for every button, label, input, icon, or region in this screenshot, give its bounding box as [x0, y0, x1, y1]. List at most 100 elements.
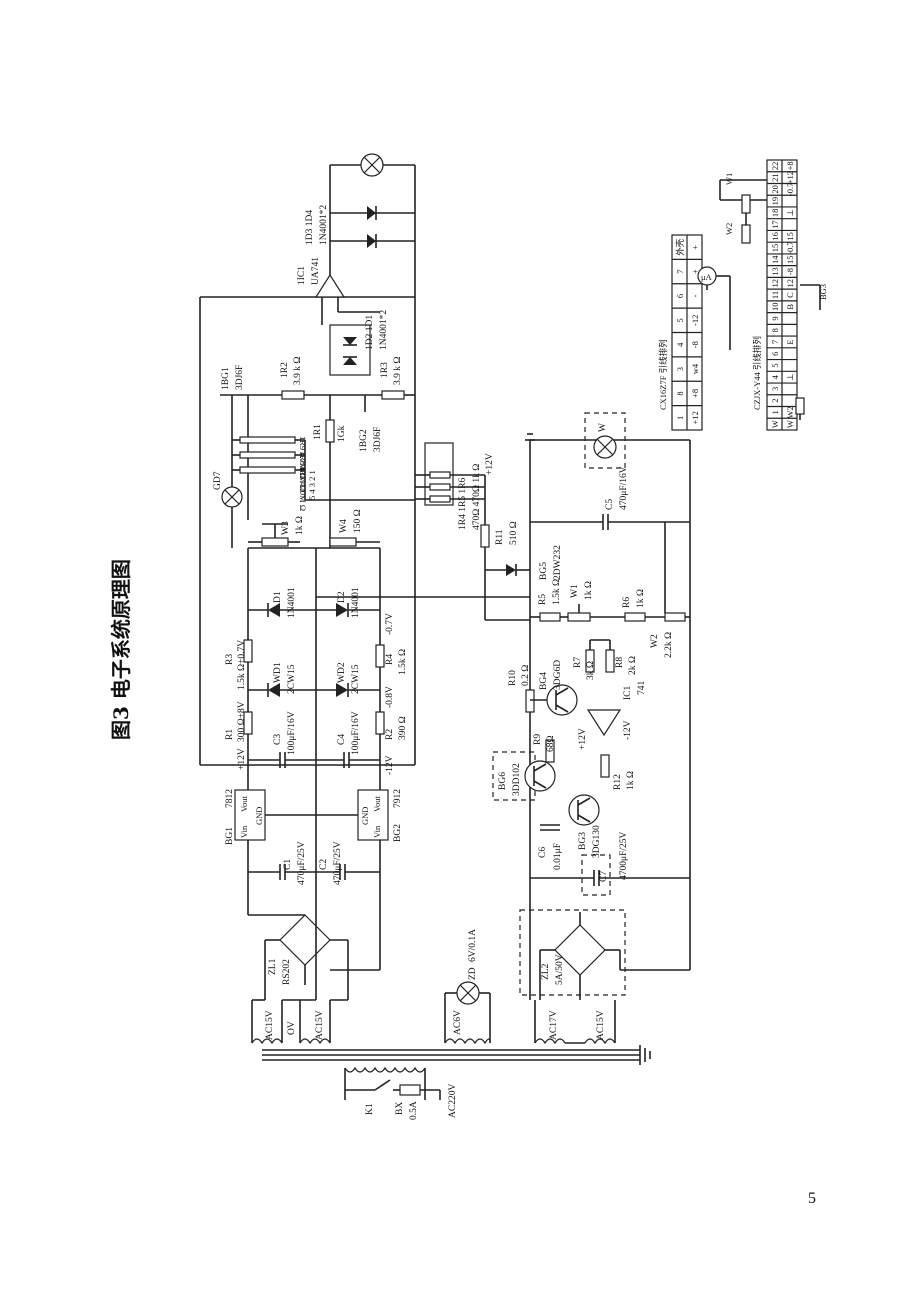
cz-table-cell: 15 — [770, 244, 780, 253]
cap-c7: C7 4700μF/25V — [530, 831, 690, 896]
cz-table-cell: 18 — [770, 209, 780, 218]
resistors-1r4-1r6: 1R4 1R5 1R6 470Ω 470Ω 1k Ω +12V — [415, 442, 495, 530]
c5-value: 470μF/16V — [619, 466, 629, 510]
zener-wd2: WD2 2CW15 — [316, 662, 380, 697]
regulator-bg1: Vin Vout GND BG1 7812 — [225, 765, 316, 915]
resistor-r3: R3 1.5k Ω+0.7V — [225, 639, 253, 690]
cap-c3: C3 100μF/16V +12V — [237, 711, 316, 770]
transformer-secondary-left: AC15V OV AC15V — [251, 999, 348, 1045]
cz-table-cell: B — [785, 304, 795, 310]
ac15a-label: AC15V — [265, 1010, 275, 1040]
r6-label: R6 — [622, 597, 632, 608]
r5-value: 1.5k Ω — [552, 579, 562, 605]
right-rails — [484, 433, 691, 1000]
r1b-label: R1 — [225, 729, 235, 740]
resistor-r9: R9 68Ω — [533, 734, 556, 763]
minus07-label: -0.7V — [385, 613, 395, 635]
cz-caption: CZJX-Y44 引线排列 — [752, 336, 762, 410]
c1-value: 470μF/25V — [297, 841, 307, 885]
ic1b-label: IC1 — [623, 686, 633, 701]
minus08-label: -0.8V — [385, 686, 395, 708]
cz-table-cell: 16 — [770, 232, 780, 241]
ic1-name: 1IC1 — [297, 266, 307, 285]
plus12-label: +12V — [485, 453, 495, 475]
bg1-name: 1BG1 — [221, 367, 231, 390]
resistor-1r3: 1R3 3.9 k Ω — [380, 357, 415, 400]
cx-table-cell: -8 — [690, 341, 700, 348]
cz-table-cell: 15 — [785, 256, 795, 264]
cz-table-cell: W — [770, 420, 780, 428]
cz-table-cell: W2 — [785, 406, 795, 418]
r9b-label: R9 — [533, 734, 543, 745]
cap-c4: C4 100μF/16V -12V — [316, 711, 395, 775]
r2-label: 1R2 — [280, 362, 290, 378]
cz-table-cell: ⊥ — [785, 209, 795, 217]
resistors-r7-r8: R7 3k Ω R8 2k Ω — [573, 639, 638, 680]
r10-value: 0.2 Ω — [521, 665, 531, 686]
vin-label-2: Vin — [372, 825, 382, 838]
d1-part: 1N4001 — [287, 587, 297, 618]
ac6-label: AC6V — [453, 1010, 463, 1035]
r4-value: 1.5k Ω — [398, 649, 408, 675]
c1-label: C1 — [283, 859, 293, 870]
r9-label: 1R9 4.7M Ω — [298, 436, 308, 479]
c4-value: 100μF/16V — [351, 711, 361, 755]
ua-label: μA — [701, 272, 713, 282]
cz-table-cell: 22 — [770, 162, 780, 171]
resistor-bank-r7-r9: 1R9 4.7M Ω 1R8 47M Ω 1R7 470M Ω 5 4 3 2 … — [231, 415, 415, 511]
diode-d1: D1 1N4001 — [248, 587, 316, 618]
resistor-r4: R4 1.5k Ω -0.7V — [375, 613, 408, 675]
zl2-part: 5A/50V — [555, 954, 565, 985]
zl1-label: ZL1 — [268, 958, 278, 975]
power-rails — [199, 296, 416, 1000]
opamp-1ic1: 1IC1 UA741 — [297, 257, 380, 325]
transformer-core — [262, 1045, 651, 1100]
d34-part: 1N4001*2 — [319, 205, 329, 245]
w3-value: 1k Ω — [295, 516, 305, 535]
cx-table-cell: 4 — [675, 342, 685, 347]
minus12b-label: -12V — [385, 755, 395, 775]
r8-label: 1R8 47M Ω — [298, 451, 308, 492]
r7b-value: 3k Ω — [586, 661, 596, 680]
cx-table-cell: 3 — [675, 367, 685, 371]
cap-c2: C2 470μF/25V — [316, 841, 380, 885]
zd-label: ZD — [468, 967, 478, 980]
wd1-part: 2CW15 — [287, 664, 297, 694]
pot-w3: W3 1k Ω — [248, 516, 305, 547]
w4-label: W4 — [339, 519, 349, 533]
r6-value: 1k Ω — [636, 589, 646, 608]
cap-c1: C1 470μF/25V — [248, 841, 316, 885]
d34-label: 1D3 1D4 — [305, 210, 315, 245]
cx-table-cell: -12 — [690, 315, 700, 326]
diodes-d1-d2-top: 1D2 1D1 1N4001*2 — [329, 310, 389, 376]
resistors-r5-w1-r6: R5 1.5k Ω W1 1k Ω R6 1k Ω W2 2.2k Ω — [530, 522, 690, 658]
zl1-part: RS202 — [282, 959, 292, 985]
cx-table-cell: +12 — [690, 411, 700, 424]
c6-value: 0.01μF — [553, 843, 563, 870]
transistor-bg6: BG6 3DD102 — [492, 751, 556, 801]
pinout-wiring: W1 W2 BG3 — [719, 173, 828, 420]
cz-table-cells: W12345678910111213141516171819202122WW2⊥… — [767, 161, 797, 428]
c7-value: 4700μF/25V — [619, 831, 629, 880]
vout-label-2: Vout — [372, 795, 382, 812]
k1-label: K1 — [365, 1103, 375, 1115]
bridge-zl2: ZL2 5A/50V — [519, 909, 690, 1000]
cz-table-cell: +8 — [785, 161, 795, 170]
cz-table-cell: -0.7 — [785, 183, 795, 196]
bg3-label: BG3 — [578, 832, 588, 850]
w2-value: 2.2k Ω — [664, 632, 674, 658]
cz-table-cell: 13 — [770, 267, 780, 276]
cz-table-cell: 8 — [770, 328, 780, 332]
r456-label: 1R4 1R5 1R6 — [458, 477, 468, 530]
cz-table-cell: 7 — [770, 340, 780, 344]
w4-value: 150 Ω — [353, 509, 363, 533]
resistor-r12: R12 1k Ω — [600, 754, 636, 790]
cz-table-cell: +12 — [785, 171, 795, 184]
switch-numbers: 5 4 3 2 1 — [307, 470, 317, 500]
w-lamp-label: W — [598, 423, 608, 432]
w1-value: 1k Ω — [584, 581, 594, 600]
c5-label: C5 — [605, 499, 615, 510]
r2-value: 3.9 k Ω — [293, 357, 303, 385]
